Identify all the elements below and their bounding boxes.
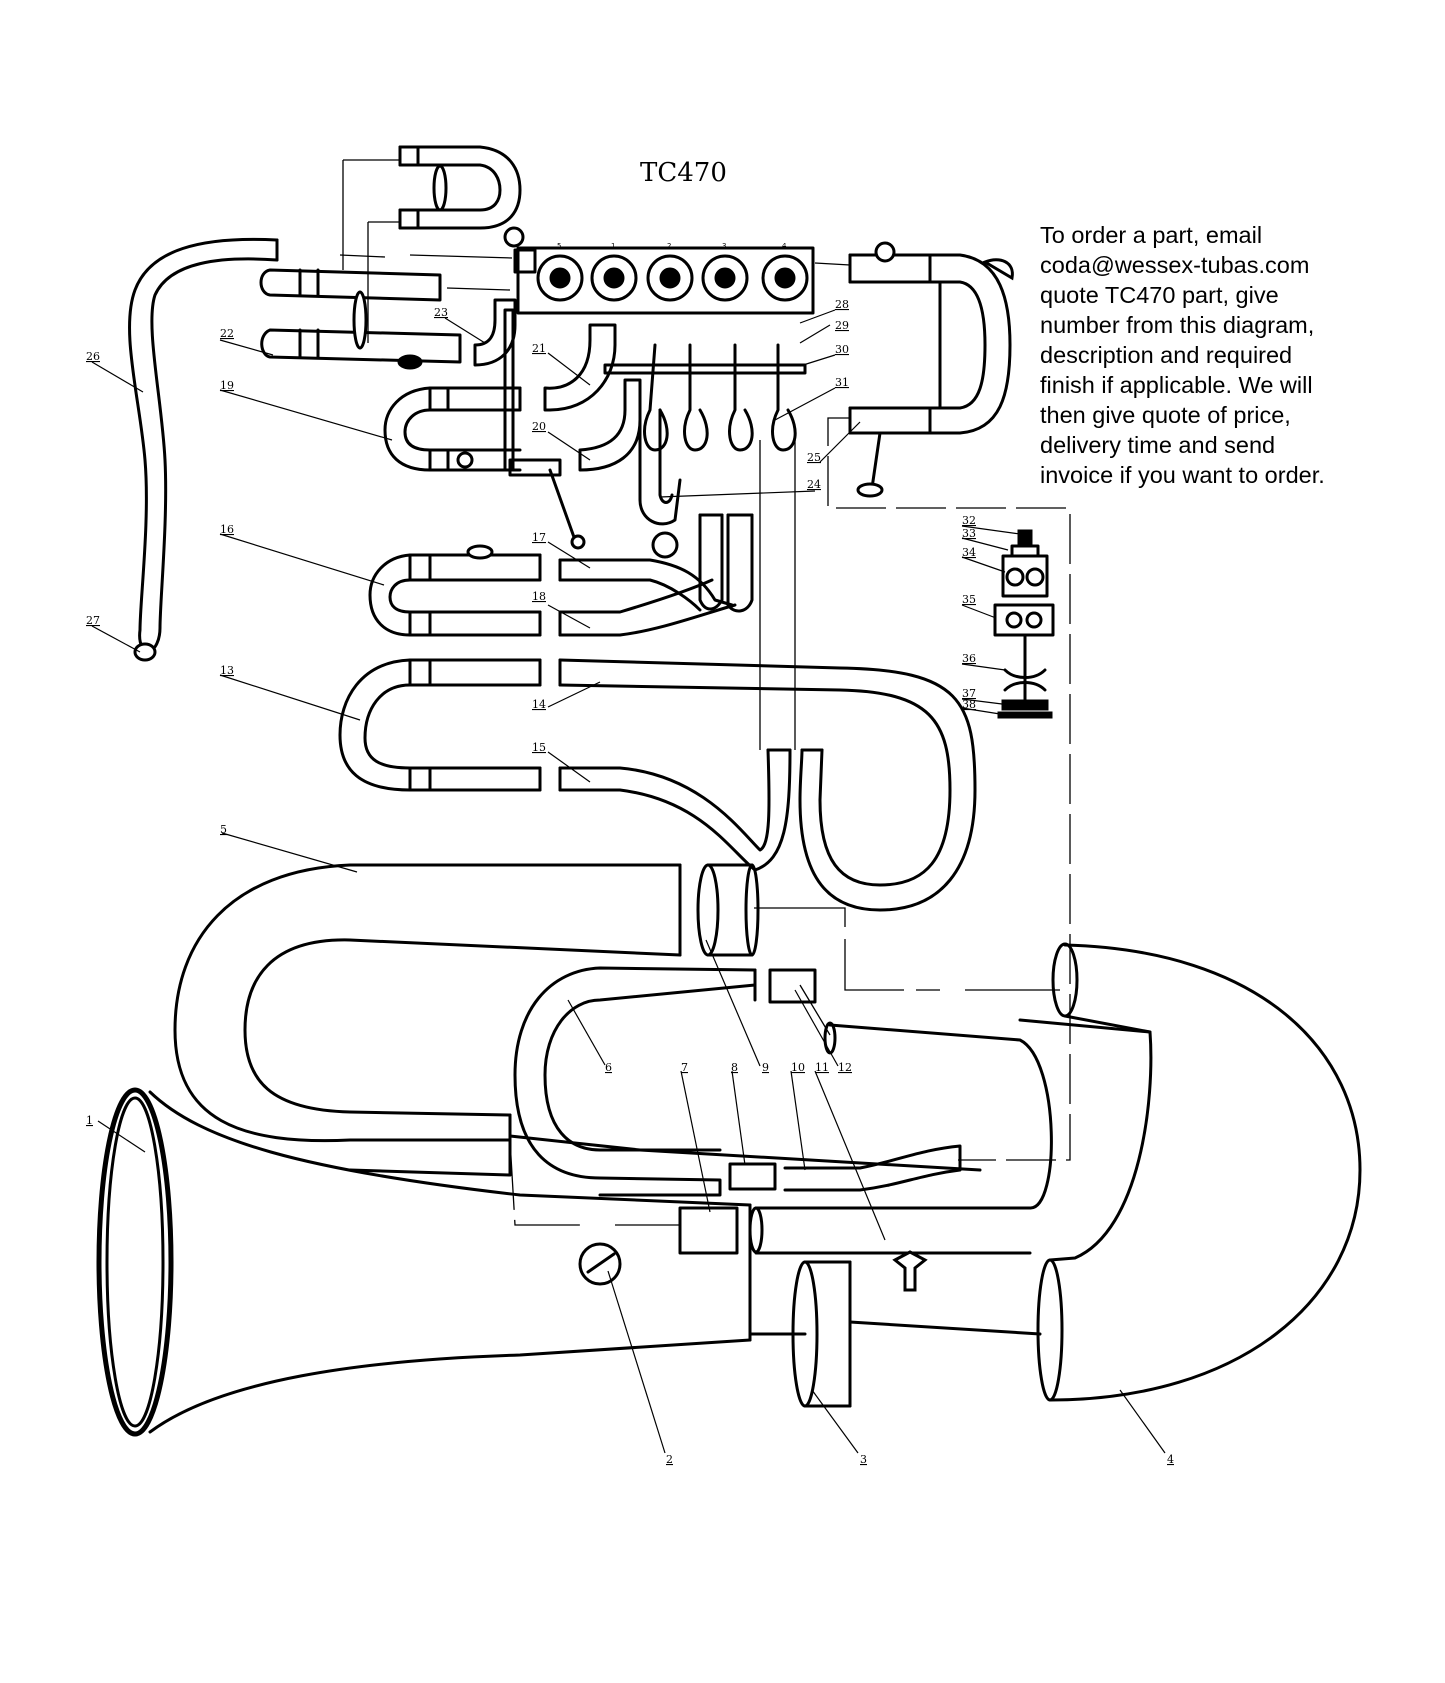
part-label-38: 38 [962,698,976,711]
part-label-13: 13 [220,664,234,677]
ferrule-9 [696,863,760,957]
tube-19-20-21-22-23 [259,268,642,550]
part-label-23: 23 [434,306,448,319]
part-number-labels: 1 2 3 4 5 6 7 8 9 10 11 12 13 14 15 16 1… [86,298,1174,1466]
part-label-35: 35 [962,593,976,606]
part-label-20: 20 [532,420,546,433]
part-label-8: 8 [731,1061,738,1074]
valve-label-5: 5 [557,242,561,250]
part-label-27: 27 [86,614,100,627]
valve-label-4: 4 [782,242,787,250]
order-note-line: quote TC470 part, give [1040,282,1279,308]
part-label-33: 33 [962,527,976,540]
part-label-24: 24 [807,478,821,491]
order-note-line: then give quote of price, [1040,402,1291,428]
leader-lines [91,309,1166,1454]
part-label-17: 17 [532,531,546,544]
top-tuning-slide [398,145,522,230]
order-note-line: description and required [1040,342,1293,368]
part-label-32: 32 [962,514,976,527]
order-note-line: number from this diagram, [1040,312,1315,338]
part-label-25: 25 [807,451,821,464]
valve-block [503,226,815,559]
valve-piston-detail [993,529,1055,719]
part-label-6: 6 [605,1061,612,1074]
bell-cap-2 [578,1242,622,1286]
part-label-36: 36 [962,652,976,665]
valve-label-1: 1 [611,242,615,250]
bottom-bow-4 [1018,942,1362,1402]
part-label-7: 7 [681,1061,688,1074]
valve-index-labels: 5 1 2 3 4 [557,242,787,250]
part-label-2: 2 [666,1453,673,1466]
valve-levers [643,343,797,452]
part-label-1: 1 [86,1114,93,1127]
valve-casings [536,254,809,302]
part-label-29: 29 [835,319,849,332]
part-label-15: 15 [532,741,546,754]
ferrule-3 [748,1260,1042,1408]
order-note-line: invoice if you want to order. [1040,462,1325,488]
part-label-21: 21 [532,342,546,355]
part-label-9: 9 [762,1061,769,1074]
diagram-title: TC470 [640,158,727,188]
order-note-email[interactable]: coda@wessex-tubas.com [1040,252,1310,278]
leadpipe-26 [128,237,279,662]
tube-16-17-18 [368,513,754,637]
part-label-18: 18 [532,590,546,603]
water-key-11 [892,1250,928,1292]
part-label-3: 3 [860,1453,867,1466]
part-label-12: 12 [838,1061,852,1074]
tube-13-14-15 [338,658,977,912]
part-label-30: 30 [835,343,849,356]
main-bow-5 [173,863,682,1177]
part-label-26: 26 [86,350,100,363]
assembly-lines [339,159,1071,1226]
order-instructions: To order a part, email coda@wessex-tubas… [1040,220,1430,490]
part-label-10: 10 [791,1061,805,1074]
part-label-16: 16 [220,523,234,536]
order-note-line: delivery time and send [1040,432,1276,458]
part-label-5: 5 [220,823,227,836]
inner-bow-6 [513,966,757,1197]
part-label-11: 11 [815,1061,829,1074]
part-label-22: 22 [220,327,234,340]
part-label-14: 14 [532,698,546,711]
order-note-line: To order a part, email [1040,222,1263,248]
ferrules-7-8-10-11-12 [678,968,1053,1255]
part-label-4: 4 [1167,1453,1174,1466]
part-label-31: 31 [835,376,849,389]
part-label-34: 34 [962,546,976,559]
part-label-37: 37 [962,687,976,700]
valve-label-2: 2 [667,242,671,250]
tuning-slide-25 [848,241,1014,498]
valve-label-3: 3 [722,242,726,250]
part-label-19: 19 [220,379,234,392]
order-note-line: finish if applicable. We will [1040,372,1313,398]
part-label-28: 28 [835,298,849,311]
